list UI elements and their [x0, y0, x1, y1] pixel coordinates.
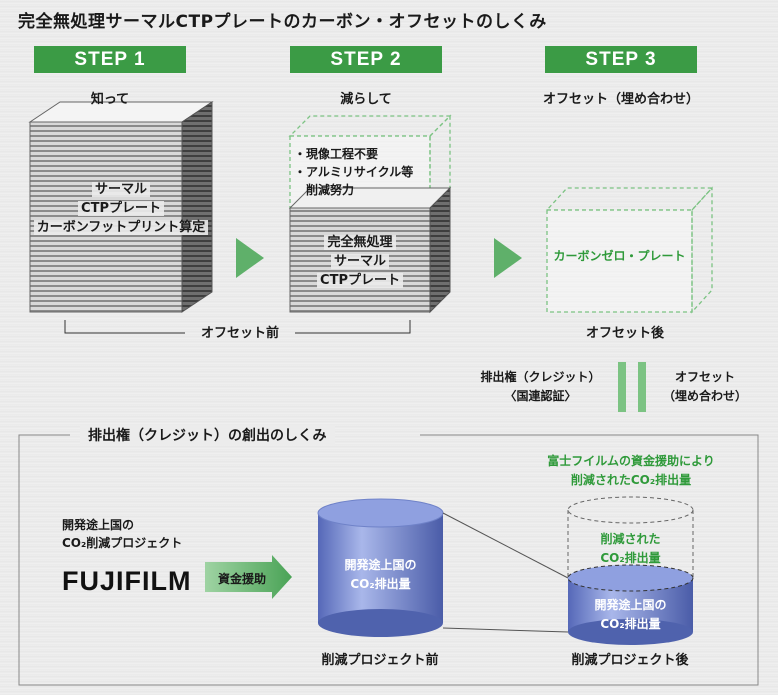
credit-left-line-1: 排出権（クレジット） — [480, 370, 601, 384]
step-3-badge: STEP 3 — [545, 46, 697, 73]
step2-stack-label: 完全無処理 サーマル CTPプレート — [290, 233, 430, 290]
step-2-subtitle: 減らして — [340, 92, 392, 107]
project-label: 開発途上国の CO₂削減プロジェクト — [62, 516, 182, 552]
fund-aid-label: 資金援助 — [217, 572, 266, 586]
before-project-label: 削減プロジェクト前 — [321, 653, 439, 668]
after-project-label: 削減プロジェクト後 — [571, 653, 689, 668]
step2-top-line-2: ・アルミリサイクル等 — [294, 165, 414, 179]
step2-reduction-list: ・現像工程不要 ・アルミリサイクル等 削減努力 — [294, 145, 413, 199]
step3-dashed-cube — [545, 186, 714, 314]
section-frame — [18, 434, 759, 686]
step2-top-line-3: 削減努力 — [294, 183, 355, 197]
step-1-subtitle: 知って — [90, 92, 130, 107]
after-offset-label: オフセット後 — [585, 326, 664, 341]
step-3-subtitle: オフセット（埋め合わせ） — [542, 92, 699, 107]
step2-plate-stack — [288, 114, 452, 314]
credit-left-line-2: 〈国連認証〉 — [504, 389, 577, 403]
step-arrow-1 — [236, 238, 264, 278]
fuji-note-line-2: 削減されたCO₂排出量 — [570, 473, 692, 487]
fund-arrow — [205, 555, 292, 599]
credit-left-label: 排出権（クレジット） 〈国連認証〉 — [468, 368, 613, 406]
cylinder-before — [317, 498, 444, 637]
offset-bar-right — [638, 362, 646, 412]
remaining-emission-label: 開発途上国の CO₂排出量 — [568, 596, 693, 634]
step1-line-3: カーボンフットプリント算定 — [33, 220, 209, 235]
before-offset-bracket — [64, 320, 185, 334]
cyl-before-line-2: CO₂排出量 — [350, 577, 411, 591]
fujifilm-aid-note: 富士フイルムの資金援助により 削減されたCO₂排出量 — [515, 452, 747, 490]
project-line-2: CO₂削減プロジェクト — [62, 536, 183, 550]
credit-right-line-2: （埋め合わせ） — [662, 389, 747, 403]
cylinder-before-label: 開発途上国の CO₂排出量 — [318, 556, 443, 594]
cyl-after-top-line-1: 削減された — [600, 532, 661, 546]
section-title: 排出権（クレジット）の創出のしくみ — [80, 425, 335, 445]
carbon-zero-plate-label: カーボンゼロ・プレート — [553, 249, 686, 263]
step1-plate-stack — [28, 101, 214, 313]
step-arrow-2 — [494, 238, 522, 278]
fuji-note-line-1: 富士フイルムの資金援助により — [547, 454, 715, 468]
page-title: 完全無処理サーマルCTPプレートのカーボン・オフセットのしくみ — [18, 12, 547, 32]
offset-bar-left — [618, 362, 626, 412]
cyl-before-line-1: 開発途上国の — [344, 558, 417, 572]
before-offset-label: オフセット前 — [200, 326, 279, 341]
step2-top-line-1: ・現像工程不要 — [294, 147, 379, 161]
reduced-emission-label: 削減された CO₂排出量 — [568, 530, 693, 568]
connector-top — [442, 512, 569, 579]
cyl-after-top-line-2: CO₂排出量 — [600, 551, 661, 565]
cylinder-after — [567, 496, 694, 645]
cyl-after-bottom-line-1: 開発途上国の — [594, 598, 667, 612]
step1-line-2: CTPプレート — [78, 201, 164, 216]
step-1-badge: STEP 1 — [34, 46, 186, 73]
credit-right-label: オフセット （埋め合わせ） — [650, 368, 760, 406]
cyl-after-bottom-line-2: CO₂排出量 — [600, 617, 661, 631]
step2-line-3: CTPプレート — [317, 273, 403, 288]
fujifilm-logo: FUJIFILM — [62, 566, 192, 596]
step2-line-1: 完全無処理 — [324, 235, 396, 250]
project-line-1: 開発途上国の — [62, 518, 135, 532]
connector-bottom — [442, 627, 569, 633]
step2-line-2: サーマル — [330, 254, 389, 269]
step1-stack-label: サーマル CTPプレート カーボンフットプリント算定 — [16, 180, 226, 237]
step-2-badge: STEP 2 — [290, 46, 442, 73]
step1-line-1: サーマル — [91, 182, 150, 197]
credit-right-line-1: オフセット — [674, 370, 735, 384]
